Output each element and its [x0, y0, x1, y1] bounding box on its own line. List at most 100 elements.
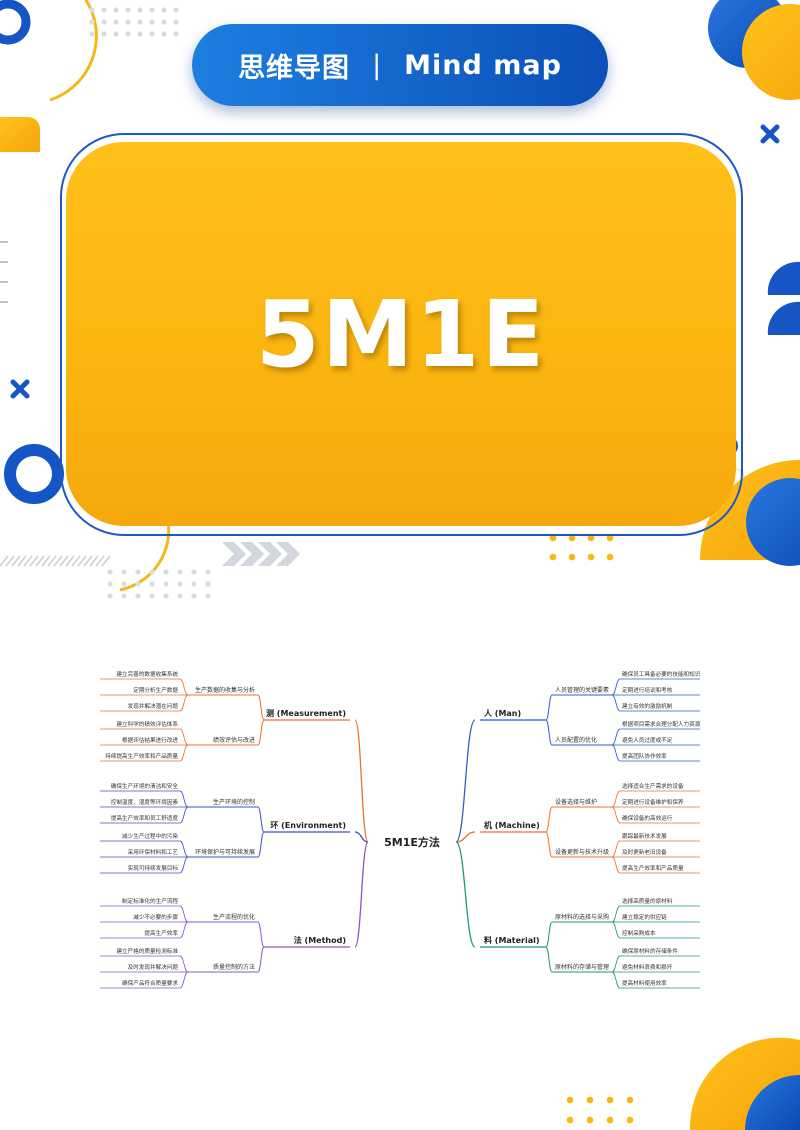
leaf-label: 避免材料浪费和损坏	[622, 963, 673, 971]
connector-line	[179, 728, 189, 746]
connector-line	[611, 790, 621, 808]
connector-line	[179, 744, 189, 762]
group-label: 质量控制的方法	[213, 963, 255, 971]
header-separator: |	[372, 49, 383, 81]
connector-line	[455, 831, 476, 843]
connector-line	[611, 694, 621, 712]
leaf-label: 建立稳定的供应链	[622, 913, 667, 921]
connector-line	[179, 678, 189, 696]
group-label: 绩效评估与改进	[213, 736, 255, 744]
connector-line	[545, 921, 553, 948]
header-title-en: Mind map	[404, 49, 562, 81]
connector-line	[354, 831, 369, 843]
leaf-label: 避免人员过度或不足	[622, 736, 673, 744]
leaf-label: 定期分析生产数据	[133, 686, 178, 694]
group-label: 人员配置的优化	[555, 736, 597, 744]
connector-line	[611, 955, 621, 973]
group-label: 设备选择与维护	[555, 798, 597, 806]
connector-line	[611, 728, 621, 746]
branch-label: 料 (Material)	[484, 935, 540, 945]
leaf-label: 及时更新老旧设备	[622, 848, 667, 856]
connector-line	[354, 841, 369, 948]
leaf-label: 根据项目需求合理分配人力资源	[622, 720, 701, 728]
connector-line	[611, 905, 621, 923]
leaf-label: 确保设备的高效运行	[622, 814, 673, 822]
dot-grid-icon	[566, 1096, 634, 1124]
card-title: 5M1E	[255, 280, 547, 388]
title-card-outline	[60, 133, 743, 536]
connector-line	[257, 831, 265, 858]
connector-line	[455, 719, 476, 843]
connector-line	[179, 694, 189, 712]
leaf-label: 持续提高生产效率和产品质量	[105, 752, 178, 760]
chevron-arrows-icon	[222, 542, 300, 566]
connector-line	[257, 719, 265, 746]
leaf-label: 确保产品符合质量要求	[122, 979, 178, 987]
connector-line	[179, 921, 189, 939]
group-label: 环境保护与可持续发展	[195, 848, 255, 856]
connector-line	[257, 946, 265, 973]
leaf-label: 建立严格的质量检测标准	[116, 947, 178, 955]
connector-line	[611, 806, 621, 824]
group-label: 生产流程的优化	[213, 913, 255, 921]
title-card: 5M1E	[66, 142, 736, 526]
connector-line	[455, 841, 476, 948]
branch-label: 机 (Machine)	[484, 820, 540, 830]
connector-line	[354, 719, 369, 843]
connector-line	[611, 921, 621, 939]
leaf-label: 定期进行设备维护和保养	[622, 798, 684, 806]
leaf-label: 确保生产环境的清洁和安全	[111, 782, 179, 790]
connector-line	[545, 694, 553, 721]
connector-line	[611, 971, 621, 989]
leaf-label: 减少生产过程中的污染	[122, 832, 178, 840]
leaf-label: 及时发现并解决问题	[128, 963, 179, 971]
group-label: 原材料的选择与采购	[555, 913, 609, 921]
leaf-label: 建立科学的绩效评估体系	[116, 720, 178, 728]
connector-line	[257, 694, 265, 721]
header-title-cn: 思维导图	[238, 52, 351, 84]
group-label: 人员管理的关键要素	[555, 686, 609, 694]
connector-line	[257, 921, 265, 948]
leaf-label: 确保员工具备必要的技能和知识	[622, 670, 701, 678]
leaf-label: 提高生产效率	[144, 929, 178, 937]
leaf-label: 建立完善的数据收集系统	[116, 670, 178, 678]
connector-line	[611, 678, 621, 696]
leaf-label: 定期进行培训和考核	[622, 686, 673, 694]
connector-line	[179, 806, 189, 824]
leaf-label: 实现可持续发展目标	[128, 864, 179, 872]
leaf-label: 减少不必要的步骤	[133, 913, 178, 921]
ring-icon	[4, 444, 64, 504]
group-label: 生产环境的控制	[213, 798, 255, 806]
connector-line	[179, 905, 189, 923]
connector-line	[179, 856, 189, 874]
ring-icon	[0, 0, 31, 45]
connector-line	[611, 840, 621, 858]
branch-label: 测 (Measurement)	[266, 708, 346, 718]
leaf-label: 采用环保材料和工艺	[128, 848, 179, 856]
leaf-label: 选择适合生产需求的设备	[622, 782, 684, 790]
connector-line	[611, 856, 621, 874]
dot-grid-icon	[107, 569, 211, 599]
leaf-label: 提高生产效率和员工舒适度	[111, 814, 179, 822]
leaf-label: 制定标准化的生产流程	[122, 897, 178, 905]
connector-line	[179, 840, 189, 858]
leaf-label: 跟踪最新技术发展	[622, 832, 667, 840]
connector-line	[257, 806, 265, 833]
leaf-label: 根据评估结果进行改进	[122, 736, 178, 744]
leaf-label: 提高材料使用效率	[622, 979, 667, 987]
connector-line	[611, 744, 621, 762]
header-banner: 思维导图 | Mind map	[192, 24, 608, 106]
group-label: 生产数据的收集与分析	[195, 686, 255, 694]
connector-line	[545, 806, 553, 833]
x-icon	[10, 379, 30, 399]
connector-line	[179, 790, 189, 808]
leaf-label: 选择高质量的原材料	[622, 897, 673, 905]
connector-line	[179, 971, 189, 989]
branch-label: 环 (Environment)	[270, 821, 346, 830]
connector-line	[179, 955, 189, 973]
connector-line	[545, 831, 553, 858]
connector-line	[545, 946, 553, 973]
leaf-label: 提高生产效率和产品质量	[622, 864, 684, 872]
